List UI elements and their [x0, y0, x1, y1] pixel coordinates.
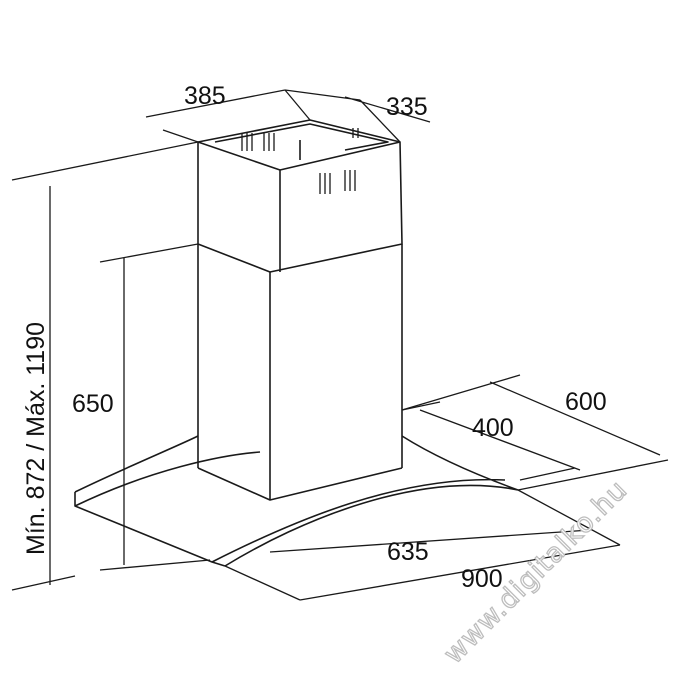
glass-canopy	[74, 435, 519, 567]
dim-385-line	[145, 89, 311, 143]
dim-335-line	[284, 89, 431, 143]
dim-hood-depth-label: 600	[565, 388, 607, 416]
dimension-lines	[11, 89, 669, 601]
dim-635-line	[269, 529, 591, 553]
dim-chimney-depth-label: 335	[386, 93, 428, 121]
chimney-lower	[197, 244, 403, 500]
chimney-upper	[197, 119, 403, 273]
vent-slots	[241, 128, 359, 194]
dim-canopy-height-label: 650	[72, 390, 114, 418]
dim-650-line	[99, 243, 211, 571]
dim-400-line	[401, 401, 581, 481]
hood-outline	[74, 119, 519, 567]
chimney-opening	[214, 123, 389, 151]
dim-chimney-offset-label: 400	[472, 414, 514, 442]
dim-900-line	[224, 489, 621, 601]
dim-600-line	[401, 374, 669, 491]
dim-chimney-width-label: 385	[184, 82, 226, 110]
dim-total-height-line	[11, 141, 199, 591]
dim-canopy-inner-width-label: 635	[387, 538, 429, 566]
dim-canopy-width-label: 900	[461, 565, 503, 593]
dim-total-height-label: Mín. 872 / Máx. 1190	[22, 322, 50, 555]
